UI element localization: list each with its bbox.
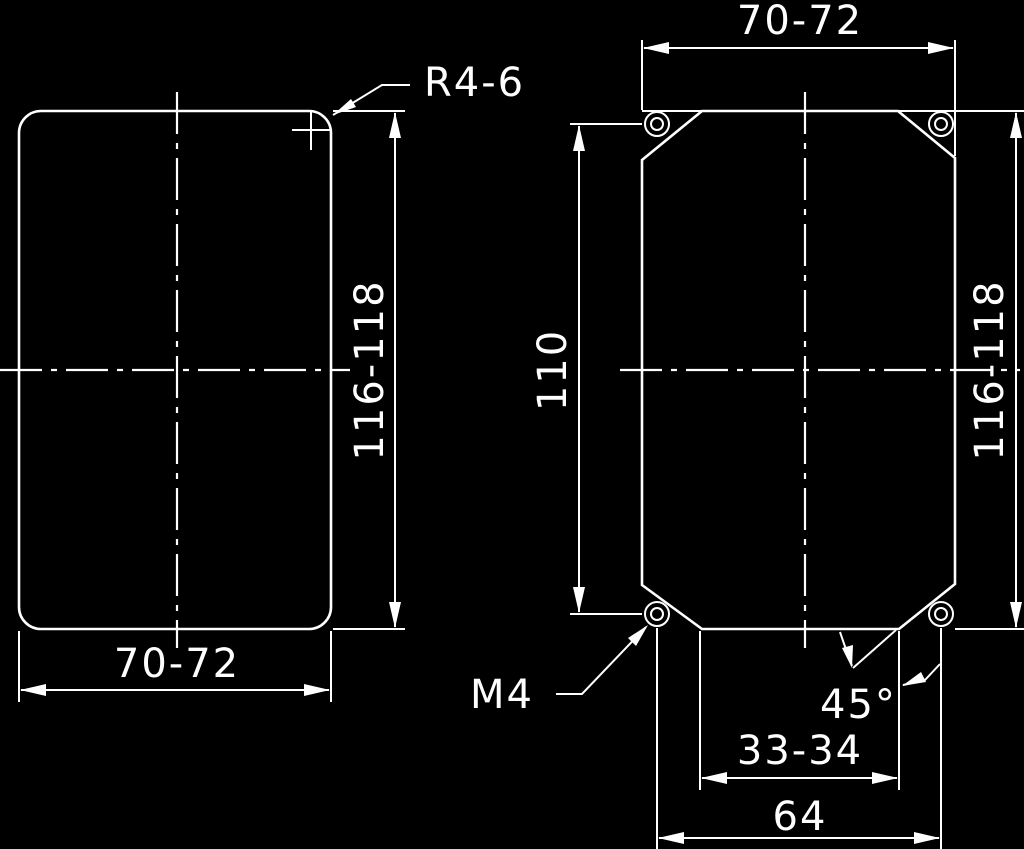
left-width-arrow-left bbox=[20, 684, 46, 696]
right-height-arrow-bottom bbox=[1010, 602, 1022, 628]
left-width-dim: 70-72 bbox=[114, 641, 240, 687]
left-height-arrow-top bbox=[389, 112, 401, 138]
notch-arrow-right bbox=[872, 772, 898, 784]
hole-hspacing-arrow-left bbox=[658, 832, 684, 844]
right-width-arrow-right bbox=[928, 42, 954, 54]
hole-vspacing-arrow-top bbox=[573, 125, 585, 151]
hole-hspacing-arrow-right bbox=[914, 832, 940, 844]
hole-hspacing-dim: 64 bbox=[773, 794, 828, 840]
hole-vspacing-dim: 110 bbox=[530, 329, 576, 411]
screw-callout: M4 bbox=[470, 672, 534, 718]
right-height-dim: 116-118 bbox=[967, 279, 1013, 460]
right-height-arrow-top bbox=[1010, 112, 1022, 138]
right-width-arrow-left bbox=[643, 42, 669, 54]
mounting-hole-tr bbox=[928, 111, 954, 137]
mounting-hole-br bbox=[928, 601, 954, 627]
chamfer-angle: 45° bbox=[820, 682, 897, 728]
screw-leader bbox=[556, 626, 647, 695]
chamfer-leader-arrow bbox=[902, 672, 926, 686]
chamfer-arc-arrow bbox=[842, 645, 853, 668]
hole-vspacing-arrow-bottom bbox=[573, 587, 585, 613]
screw-leader-arrow bbox=[628, 625, 648, 646]
radius-leader-arrow bbox=[333, 99, 356, 115]
right-outline bbox=[640, 109, 957, 631]
radius-callout: R4-6 bbox=[424, 60, 525, 106]
notch-arrow-left bbox=[701, 772, 727, 784]
left-width-arrow-right bbox=[304, 684, 330, 696]
mounting-hole-tl bbox=[644, 111, 670, 137]
left-view: R4-6 116-118 70-72 bbox=[0, 60, 525, 702]
notch-width-dim: 33-34 bbox=[737, 728, 863, 774]
right-width-dim: 70-72 bbox=[737, 0, 863, 44]
right-view: 70-72 110 116-118 45° 33-34 bbox=[470, 0, 1024, 849]
mounting-hole-bl bbox=[644, 601, 670, 627]
left-height-dim: 116-118 bbox=[347, 279, 393, 460]
chamfer-guide bbox=[852, 629, 897, 669]
left-height-arrow-bottom bbox=[389, 602, 401, 628]
